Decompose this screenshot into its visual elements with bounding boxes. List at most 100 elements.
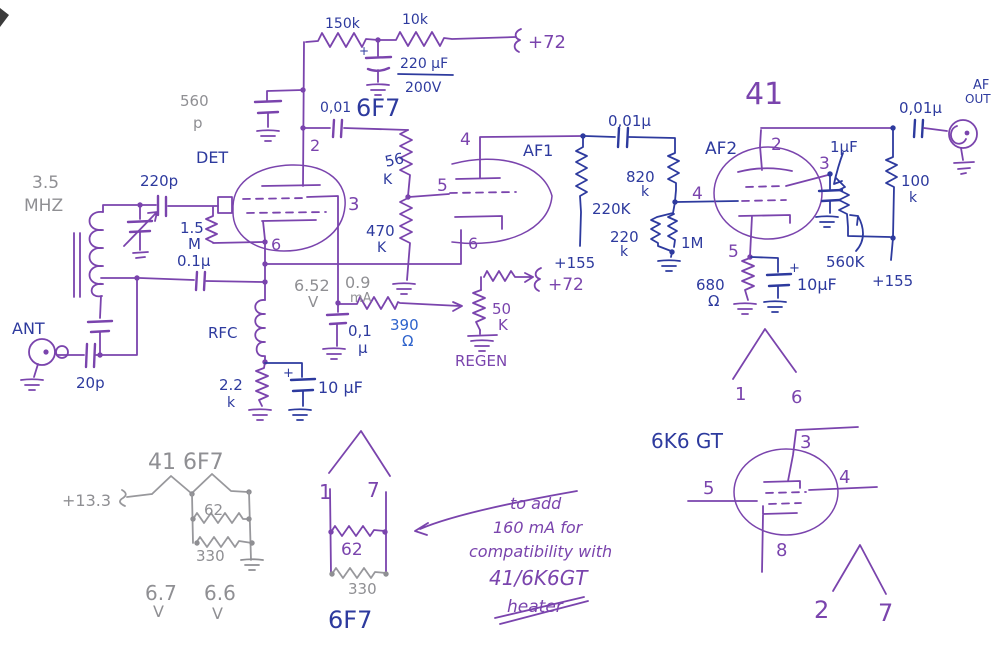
af1-label: AF1 [523, 141, 553, 160]
r62-mid [330, 525, 386, 537]
pin4-label: 4 [460, 130, 471, 150]
r560k-pointer-arrow [849, 214, 864, 252]
meas-66: 6.6 [204, 581, 236, 605]
rfc-coil [254, 299, 266, 363]
r820-unit: k [641, 184, 650, 200]
r330-sketch [195, 536, 253, 548]
cap01b-value: 0,1 [348, 322, 372, 340]
cap001out-label: 0,01μ [899, 99, 942, 117]
r62-mid-label: 62 [341, 540, 363, 560]
r820-value: 820 [626, 168, 655, 186]
freq-unit: MHZ [24, 196, 63, 216]
pot-50k [472, 289, 486, 331]
cap20p-label: 20p [76, 374, 105, 392]
regen-control-network [322, 267, 542, 360]
freq-value: 3.5 [32, 173, 59, 193]
heater-voltage: +13.3 [62, 491, 111, 510]
pin3-lead [306, 195, 339, 304]
pot50-unit: K [498, 316, 509, 334]
heater-6f7-label: 6F7 [328, 606, 372, 634]
b-plus-155-out: +155 [872, 272, 913, 290]
pin6-label: 6 [271, 235, 281, 254]
af-out-label-2: OUT [965, 92, 991, 106]
pin5-41-label: 5 [728, 242, 739, 262]
af-out-jack [948, 119, 978, 149]
tube-envelope-af1 [451, 158, 553, 245]
heater-pin2-6k6: 2 [814, 596, 829, 624]
r10k-label: 10k [402, 12, 429, 28]
pin5-label: 5 [437, 176, 448, 196]
af1-cathode-bar [454, 215, 503, 230]
strikethrough [494, 596, 589, 625]
heater-pin7: 7 [367, 478, 380, 502]
cap10uf-det [289, 377, 317, 393]
r100-value: 100 [901, 172, 930, 190]
note-annotation [414, 490, 589, 625]
cap220uf-label: 220 μF [400, 56, 448, 72]
pin3-41-label: 3 [819, 154, 830, 174]
b-plus-72-regen: +72 [548, 275, 584, 295]
meas-voltage-unit: V [308, 293, 319, 311]
ant-label: ANT [12, 319, 45, 338]
r470-value: 470 [366, 222, 395, 240]
r560k [835, 177, 891, 238]
tank-coil [88, 211, 104, 298]
interstage-coupling [575, 126, 739, 272]
note-line-3: compatibility with [469, 542, 612, 561]
meas-current: 0.9 [345, 273, 370, 292]
screen-lead-41 [785, 174, 829, 187]
tube-6f7-title: 6F7 [356, 94, 400, 122]
antenna-input [20, 277, 138, 391]
r62-sketch [192, 512, 250, 524]
cap01b-unit: μ [358, 339, 368, 357]
af1-plate-lead [455, 135, 584, 180]
detector-plate-caps [253, 89, 409, 142]
r560k-label: 560K [826, 253, 866, 271]
r470-unit: K [377, 240, 387, 256]
cathode-bar [261, 219, 317, 241]
r22-value: 2.2 [219, 376, 243, 394]
pin2-label: 2 [310, 136, 320, 155]
r100-unit: k [909, 190, 918, 206]
b-plus-squiggle [513, 28, 522, 53]
cap001det-label: 0,01 [320, 100, 351, 116]
r22-unit: k [227, 395, 236, 411]
pin4-6k6: 4 [839, 467, 850, 488]
heater-sketch-pencil [119, 473, 264, 571]
cap10det-plus: + [283, 366, 294, 381]
cap001-af1 [616, 126, 630, 149]
cap560p-unit: p [193, 114, 203, 132]
cap1uf-label: 1μF [830, 138, 858, 156]
cap01-bypass [325, 312, 350, 326]
meas-67-unit: V [153, 602, 164, 621]
meas-voltage: 6.52 [294, 276, 330, 295]
tube-6k6-title: 6K6 GT [651, 429, 724, 453]
sketch-r62: 62 [204, 501, 223, 519]
cap01tank-label: 0.1μ [177, 252, 211, 270]
b-plus-155-af1: +155 [554, 254, 595, 272]
note-line-2: 160 mA for [493, 518, 584, 537]
r220-unit: k [620, 244, 629, 260]
cap1uf-pointer-arrow [833, 152, 844, 185]
sketch-title: 41 6F7 [148, 450, 224, 475]
r390-value: 390 [390, 316, 419, 334]
cap220uf-plus: + [359, 44, 369, 58]
r390-wire [339, 296, 461, 310]
cap001af1-label: 0,01μ [608, 112, 651, 130]
pot50-value: 50 [492, 300, 511, 318]
r2-2k [255, 361, 269, 407]
r56-value: 56 [383, 149, 405, 171]
af-out-label-1: AF [973, 78, 989, 93]
r680 [741, 257, 755, 301]
grid-wire-af1 [408, 193, 450, 198]
meas-current-unit: mA [350, 291, 372, 306]
af1-triode [449, 135, 584, 245]
r15m-value: 1.5 [180, 219, 204, 237]
ant-jack [28, 338, 56, 366]
r680-unit: Ω [708, 292, 719, 310]
variable-cap-arrow [123, 211, 158, 247]
plate-lead-41 [737, 129, 793, 173]
plate-lead-6k6 [787, 426, 859, 482]
cap10uf-41 [765, 272, 793, 288]
scan-artifact [0, 8, 9, 27]
